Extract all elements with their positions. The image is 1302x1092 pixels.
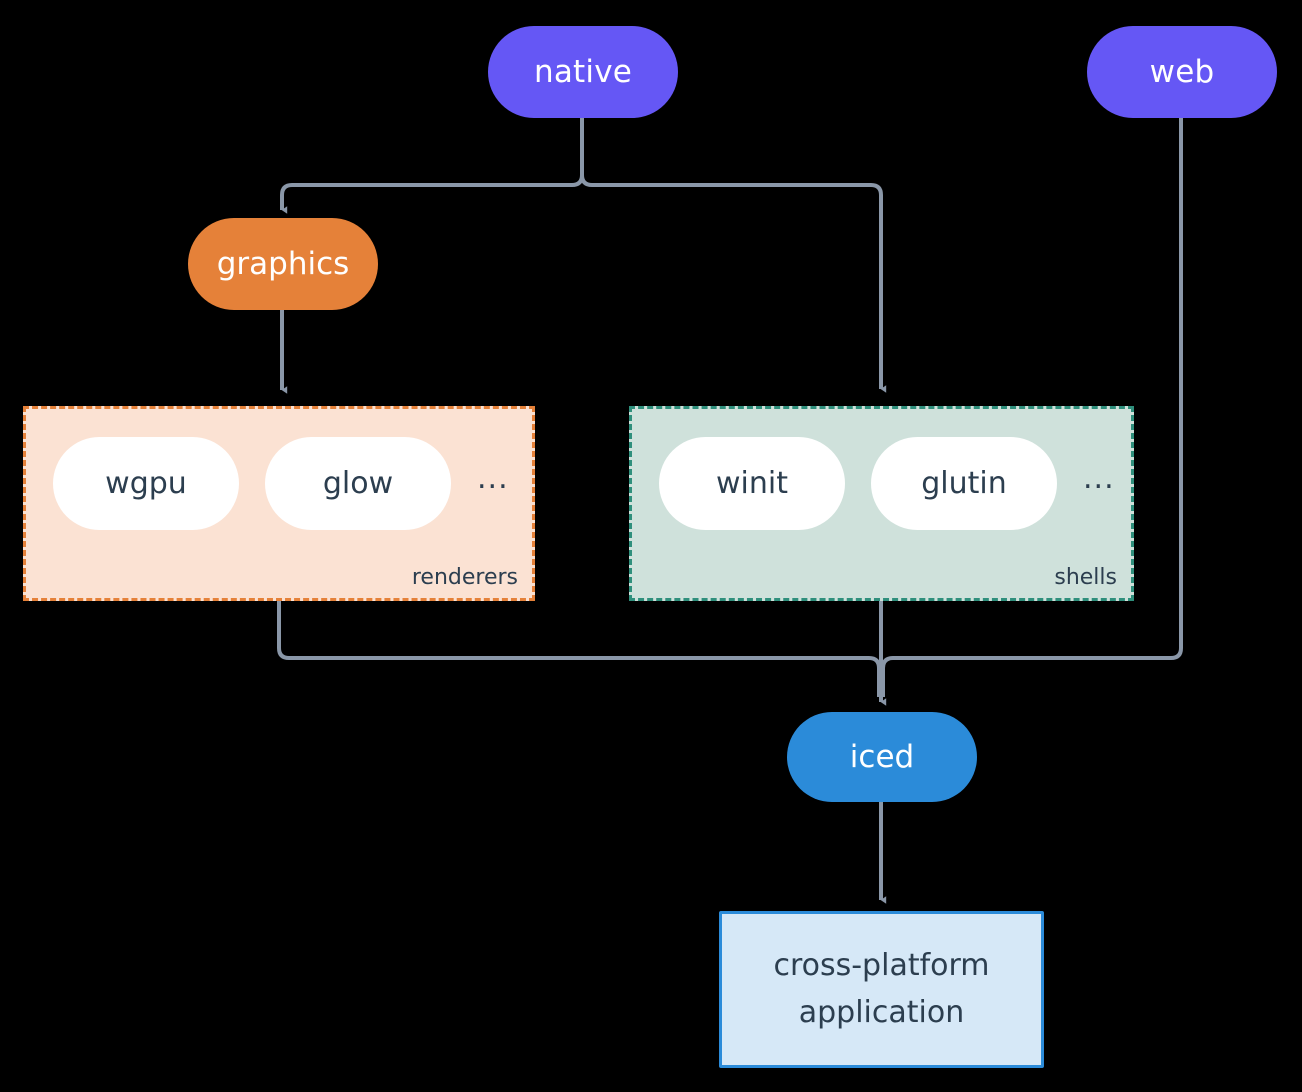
node-web[interactable]: web <box>1087 26 1277 118</box>
node-wgpu[interactable]: wgpu <box>53 437 239 530</box>
node-iced[interactable]: iced <box>787 712 977 802</box>
node-native-label: native <box>533 54 633 90</box>
node-graphics-label: graphics <box>216 246 350 282</box>
node-application[interactable]: cross-platform application <box>719 911 1044 1068</box>
cluster-renderers-items: wgpu glow ... <box>26 437 509 530</box>
node-glutin-label: glutin <box>921 466 1007 501</box>
shells-more-ellipsis: ... <box>1083 460 1115 496</box>
edge-native-to-shells <box>580 168 887 393</box>
node-glow[interactable]: glow <box>265 437 451 530</box>
node-graphics[interactable]: graphics <box>188 218 378 310</box>
cluster-shells: winit glutin ... shells <box>629 406 1134 601</box>
node-glow-label: glow <box>322 466 394 501</box>
node-native[interactable]: native <box>488 26 678 118</box>
node-winit-label: winit <box>716 466 788 501</box>
edge-renderers-to-iced <box>277 601 881 697</box>
cluster-renderers: wgpu glow ... renderers <box>23 406 535 601</box>
node-application-label-line1: cross-platform <box>773 948 990 983</box>
node-application-label-line2: application <box>798 994 965 1030</box>
cluster-renderers-label: renderers <box>411 565 518 590</box>
node-wgpu-label: wgpu <box>105 466 187 501</box>
cluster-shells-items: winit glutin ... <box>632 437 1115 530</box>
cluster-shells-label: shells <box>1054 565 1117 590</box>
node-web-label: web <box>1149 54 1215 90</box>
node-glutin[interactable]: glutin <box>871 437 1057 530</box>
edge-native-to-graphics <box>280 168 584 214</box>
renderers-more-ellipsis: ... <box>477 460 509 496</box>
node-winit[interactable]: winit <box>659 437 845 530</box>
node-iced-label: iced <box>849 739 915 775</box>
